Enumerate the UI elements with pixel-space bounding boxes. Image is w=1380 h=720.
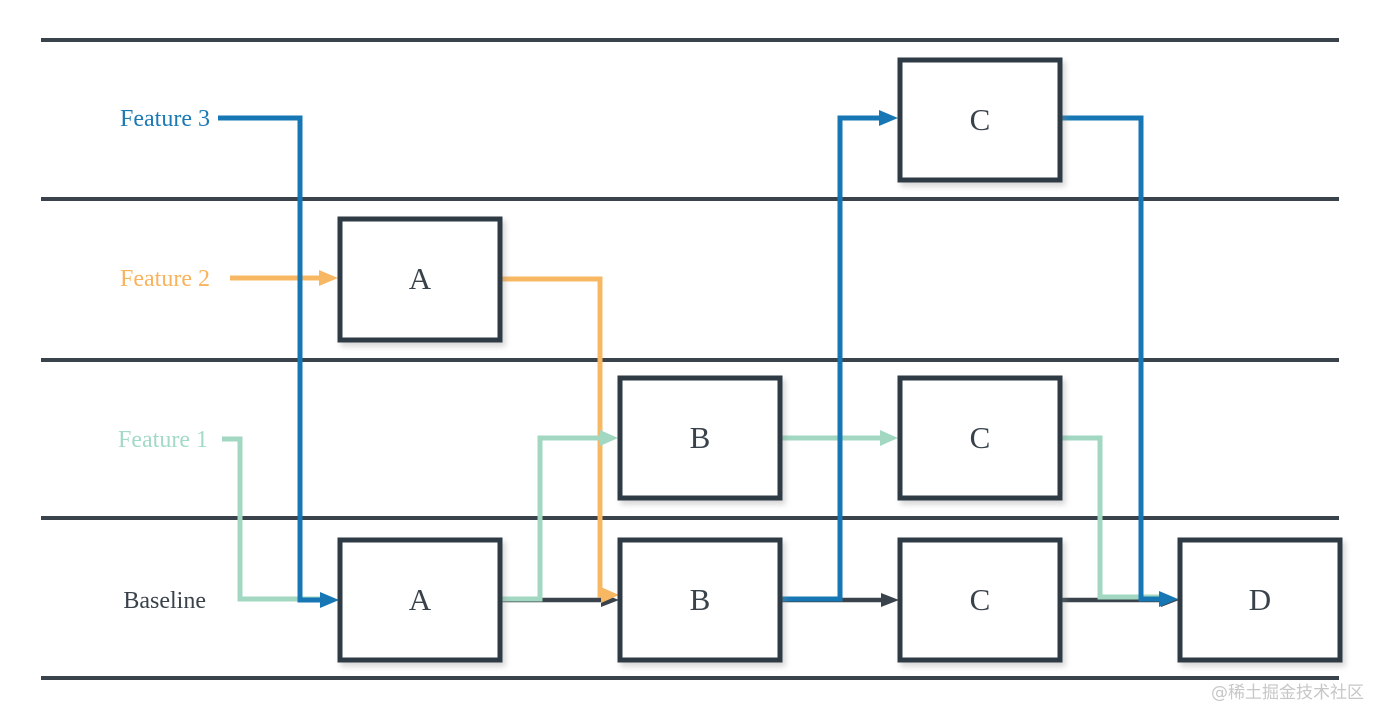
lane-label-feature3: Feature 3 xyxy=(120,106,210,132)
node-baseline-b-box xyxy=(617,537,783,663)
feature1-fork-arrowhead xyxy=(600,430,618,446)
node-feature1-b-box xyxy=(617,375,783,501)
lane-labels: Feature 3 Feature 2 Feature 1 Baseline xyxy=(118,106,210,614)
node-feature1-c-box xyxy=(897,375,1063,501)
feature3-fork-path xyxy=(780,115,879,602)
feature1-branch xyxy=(222,430,1162,602)
node-baseline-a-box xyxy=(337,537,503,663)
feature3-entry-path xyxy=(218,115,321,603)
feature3-branch xyxy=(218,110,1178,608)
node-baseline-c-box xyxy=(897,537,1063,663)
connector-b-to-c-arrowhead xyxy=(881,593,899,607)
feature1-b-to-c-arrowhead xyxy=(880,430,898,446)
node-feature1-c-label: C xyxy=(970,420,991,455)
node-feature3-c-box xyxy=(897,57,1063,183)
node-feature2-a-label: A xyxy=(409,261,432,296)
feature1-entry-path xyxy=(222,436,330,602)
lane-label-feature1: Feature 1 xyxy=(118,427,208,453)
node-baseline-c-label: C xyxy=(970,582,991,617)
feature1-fork-path xyxy=(500,435,600,602)
feature1-merge-path xyxy=(1060,435,1162,600)
feature3-entry-arrowhead xyxy=(320,592,339,608)
node-baseline-d-box xyxy=(1177,537,1343,663)
feature3-merge-path xyxy=(1060,115,1160,602)
feature2-entry-arrowhead xyxy=(319,270,338,286)
lane-dividers xyxy=(41,38,1339,680)
node-baseline-a-label: A xyxy=(409,582,432,617)
feature2-merge-arrowhead xyxy=(601,587,619,603)
feature3-fork-arrowhead xyxy=(879,110,898,126)
node-baseline-d-label: D xyxy=(1249,582,1271,617)
lane-label-feature2: Feature 2 xyxy=(120,266,210,292)
lane-label-baseline: Baseline xyxy=(123,588,206,614)
node-feature1-b-label: B xyxy=(690,420,711,455)
feature3-merge-arrowhead xyxy=(1159,591,1178,607)
watermark-text: @稀土掘金技术社区 xyxy=(1211,683,1364,703)
nodes: C A B C A B C D xyxy=(337,57,1343,663)
node-baseline-b-label: B xyxy=(690,582,711,617)
node-feature2-a-box xyxy=(337,216,503,343)
node-feature3-c-label: C xyxy=(970,102,991,137)
